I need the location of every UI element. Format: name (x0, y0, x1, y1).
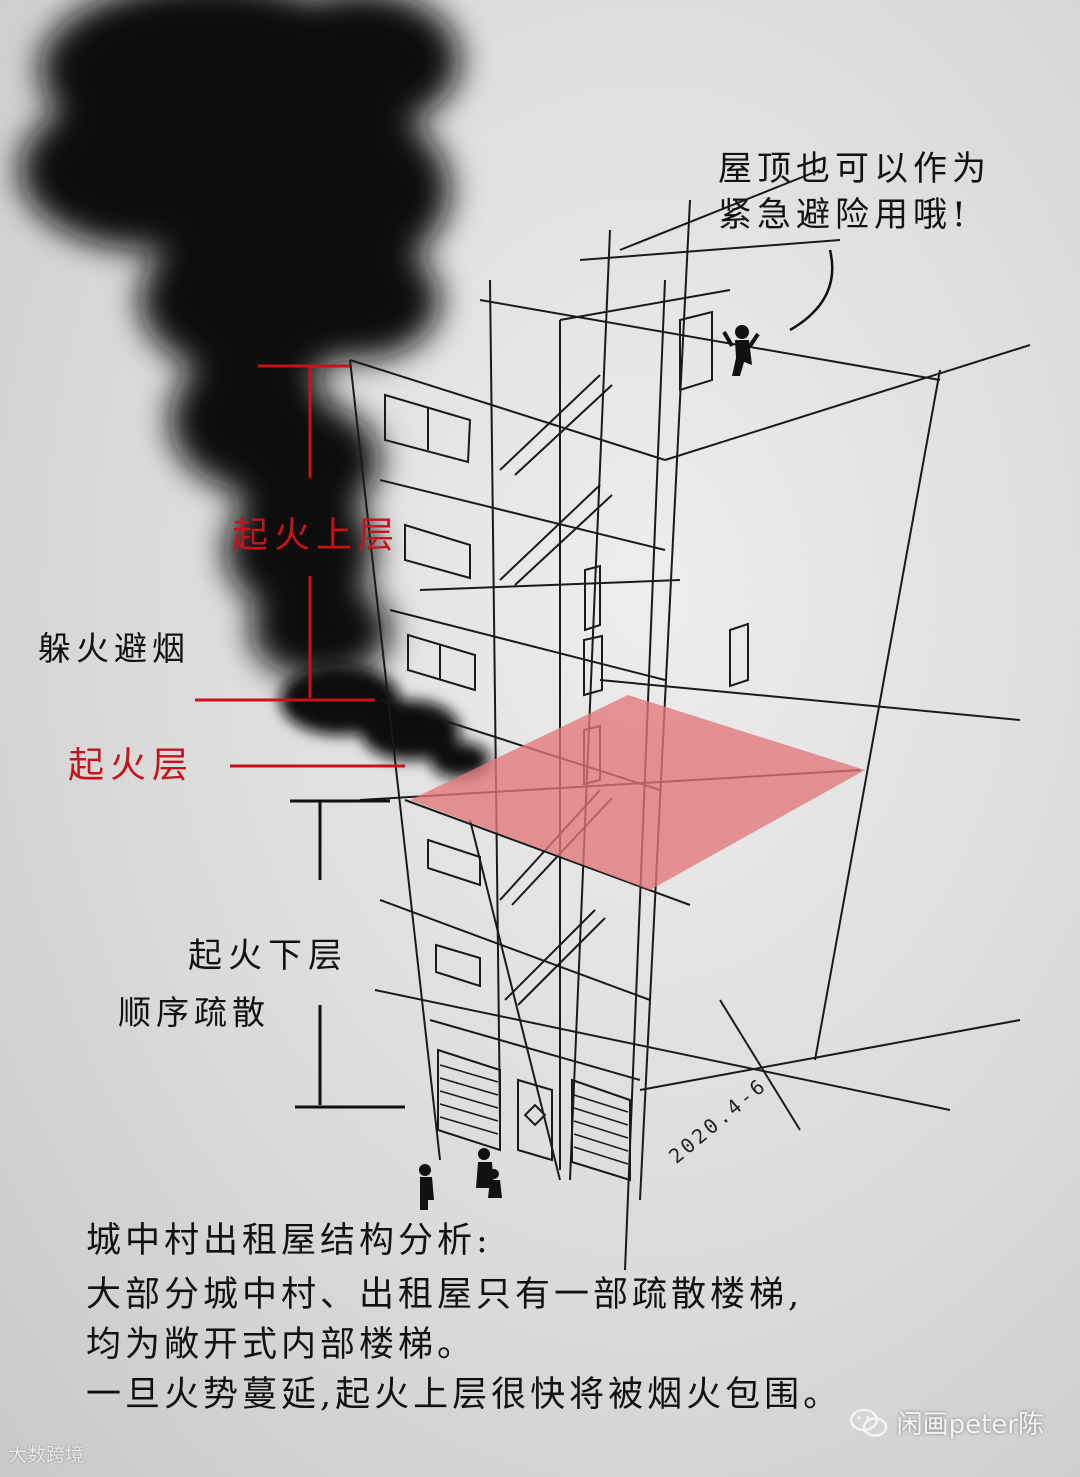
roof-note: 屋顶也可以作为 紧急避险用哦! (718, 146, 991, 238)
watermark-right: 闲画peter陈 (849, 1404, 1044, 1441)
analysis-line3: 一旦火势蔓延,起火上层很快将被烟火包围。 (86, 1370, 842, 1420)
watermark-right-text: 闲画peter陈 (897, 1404, 1044, 1441)
hide-from-smoke-label: 躲火避烟 (38, 622, 190, 670)
analysis-text: 城中村出租屋结构分析: 大部分城中村、出租屋只有一部疏散楼梯, 均为敞开式内部楼… (86, 1216, 842, 1420)
watermark-left-text: 大数跨境 (8, 1444, 84, 1466)
lower-floors-label: 起火下层 (188, 928, 348, 977)
roof-callout-line (790, 250, 832, 330)
roof-note-line2: 紧急避险用哦! (718, 192, 991, 238)
stick-figure-person-icon (724, 325, 758, 376)
analysis-line2: 均为敞开式内部楼梯。 (86, 1320, 842, 1370)
analysis-title: 城中村出租屋结构分析: (86, 1216, 842, 1266)
fire-floor-label: 起火层 (68, 736, 194, 788)
roof-note-line1: 屋顶也可以作为 (718, 146, 991, 192)
analysis-line1: 大部分城中村、出租屋只有一部疏散楼梯, (86, 1270, 842, 1320)
watermark-left: 大数跨境 (8, 1440, 84, 1467)
stick-figure-person-icon (419, 1148, 502, 1210)
wechat-icon (849, 1407, 889, 1439)
upper-floors-label: 起火上层 (232, 506, 400, 558)
fire-floor-highlight (410, 695, 865, 890)
orderly-evacuation-label: 顺序疏散 (118, 986, 270, 1034)
